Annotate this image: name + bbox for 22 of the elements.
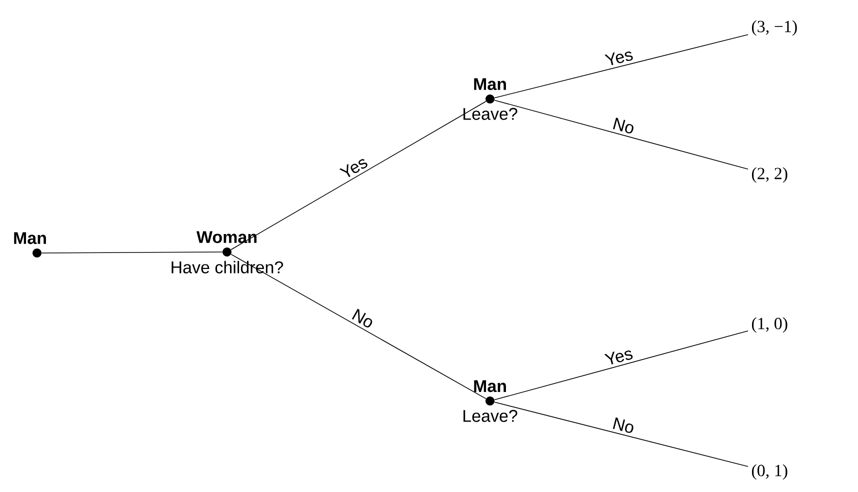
branch-line	[494, 34, 748, 98]
player-label: Man	[474, 380, 506, 392]
edge-label: No	[612, 417, 634, 433]
player-label: Man	[14, 232, 46, 244]
edge-label: Yes	[604, 52, 633, 66]
edge-label: Yes	[604, 350, 633, 364]
payoff-label: (1, 0)	[752, 317, 788, 333]
branch-line	[494, 100, 748, 170]
player-label: Man	[474, 78, 506, 90]
branch-line	[230, 254, 486, 400]
question-label: Leave?	[464, 108, 518, 120]
branch-line	[494, 330, 748, 400]
branch-line	[494, 402, 748, 467]
payoff-label: (3, −1)	[752, 20, 797, 36]
edge-label: No	[613, 118, 634, 134]
edge-label: No	[352, 308, 372, 328]
question-label: Leave?	[464, 410, 518, 422]
payoff-label: (2, 2)	[752, 167, 788, 183]
payoff-label: (0, 1)	[752, 464, 788, 480]
branch-line	[41, 252, 223, 254]
edge-label: Yes	[339, 159, 368, 178]
branch-line	[230, 100, 486, 250]
